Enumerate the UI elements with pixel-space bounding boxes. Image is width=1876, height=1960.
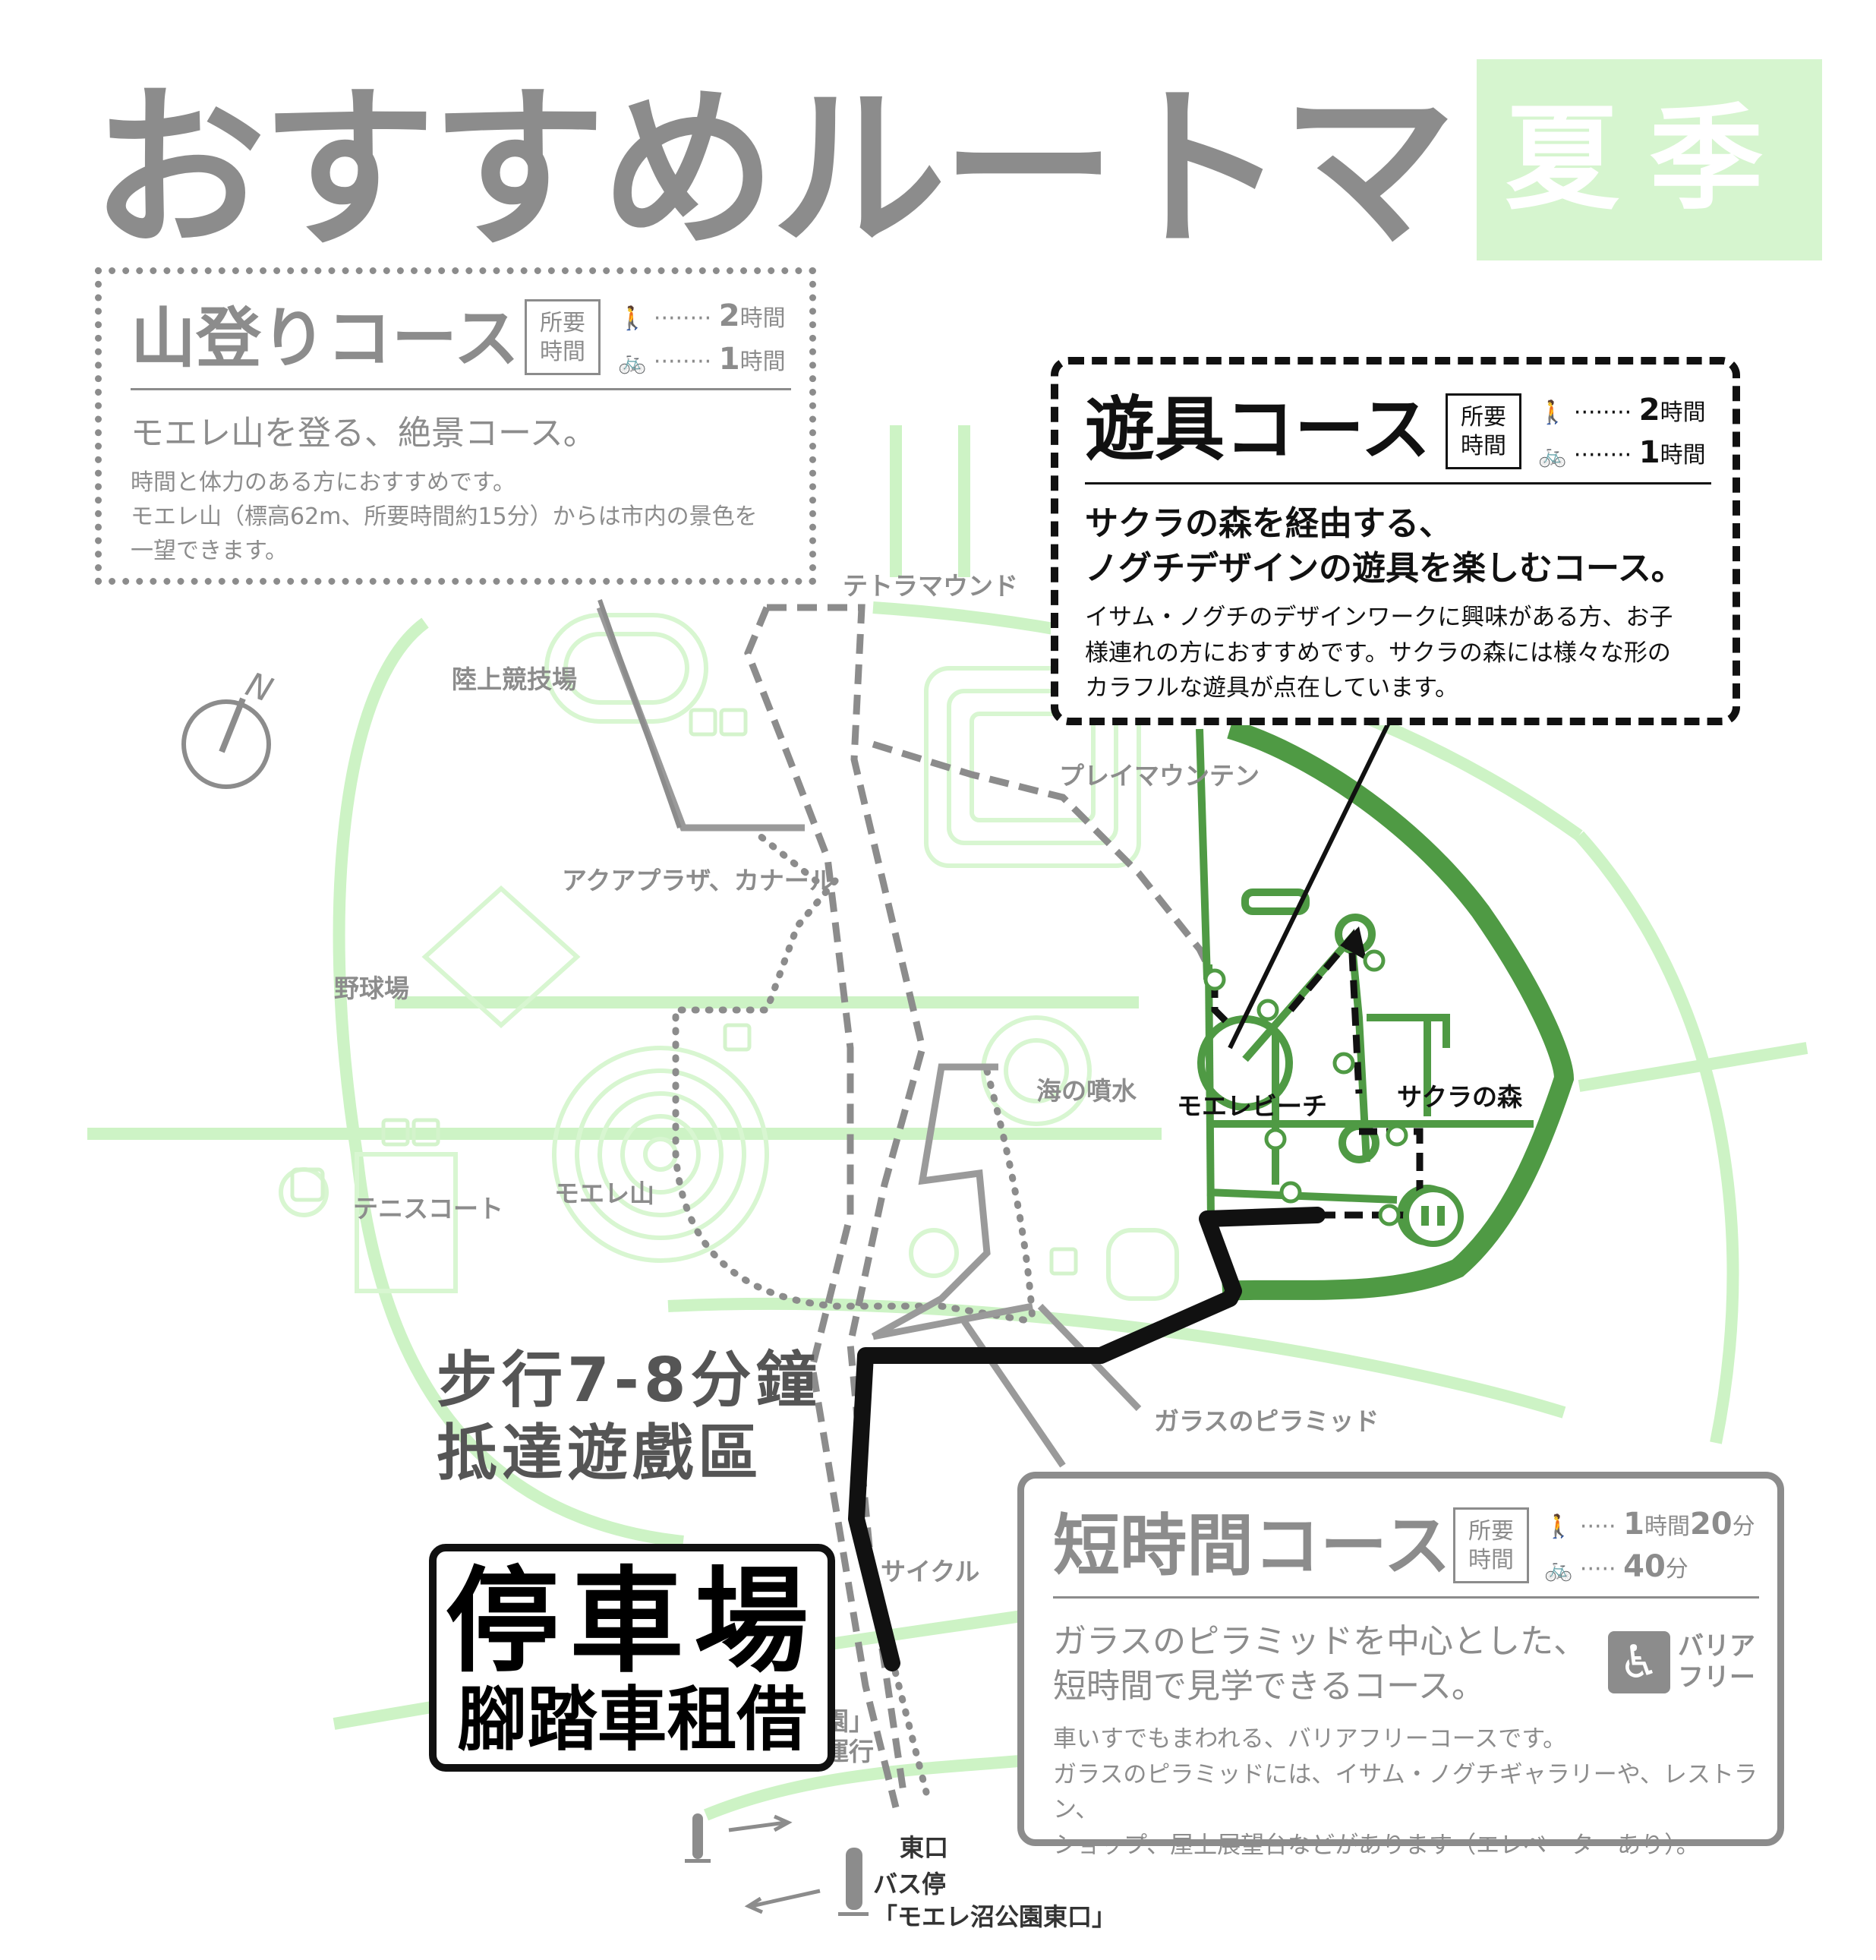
bike-rental-label: 腳踏車租借 [457,1679,807,1760]
divider [1053,1596,1759,1599]
playground-course-title: 遊具コース [1085,389,1431,470]
mountain-course-card: 山登りコース 所要 時間 🚶 ········ 2時間 🚲 ········ 1… [95,267,816,585]
play-callout-line [1228,720,1392,1049]
required-time-label: 所要 時間 [1453,1507,1529,1583]
walk-icon: 🚶 [1538,399,1567,426]
divider [1085,482,1711,484]
compass-icon [181,697,271,789]
place-cycle: サイクル [881,1557,980,1586]
place-play-mountain: プレイマウンテン [1059,761,1260,791]
bus-stop-label: バス停 「モエレ沼公園東口」 [873,1870,1117,1932]
mountain-course-desc: 時間と体力のある方におすすめです。 モエレ山（標高62m、所要時間約15分）から… [131,469,758,564]
play-callout-arrow [1340,926,1367,961]
mountain-course-title: 山登りコース [131,301,519,377]
play-route [1196,728,1534,1245]
place-sea-fountain: 海の噴水 [1036,1076,1137,1106]
place-glass-pyramid: ガラスのピラミッド [1154,1406,1379,1436]
required-time-label: 所要 時間 [1446,393,1521,469]
short-course-title: 短時間コース [1053,1507,1451,1585]
short-route [596,606,1142,1468]
required-time-label: 所要 時間 [525,299,601,375]
wheelchair-icon: ♿ [1608,1631,1670,1693]
parking-sign: 停車場 腳踏車租借 [429,1544,835,1772]
place-aqua-plaza: アクアプラザ、カナール [562,866,834,895]
playground-course-lead: サクラの森を経由する、 ノグチデザインの遊具を楽しむコース。 [1085,504,1685,589]
bus-direction-arrows [728,1814,821,1914]
place-moere-beach: モエレビーチ [1177,1091,1327,1121]
play-dashed-route [1211,929,1424,1230]
short-course-desc: 車いすでもまわれる、バリアフリーコースです。 ガラスのピラミッドには、イサム・ノ… [1053,1725,1758,1859]
walking-route [848,1207,1326,1671]
facility-icons [290,708,1078,1276]
mountain-callout-line [597,599,682,829]
sakura-toilet-icon [1403,1186,1464,1247]
parking-title: 停車場 [445,1556,819,1688]
walk-time: 🚶 ········ 2時間 [618,298,786,333]
bike-time: 🚲 ····· 40分 [1544,1549,1688,1584]
season-badge: 夏季 [1477,59,1822,260]
place-tetra-mound: テトラマウンド [843,571,1018,601]
walk-time: 🚶 ········ 2時間 [1538,393,1706,428]
place-athletics: 陸上競技場 [452,664,577,694]
playground-course-card: 遊具コース 所要 時間 🚶 ········ 2時間 🚲 ········ 1時… [1051,357,1740,725]
walk-time: 🚶 ····· 1時間20分 [1544,1507,1755,1542]
park-features [279,613,1179,1301]
short-course-card: 短時間コース 所要 時間 🚶 ····· 1時間20分 🚲 ····· 40分 … [1017,1472,1784,1859]
playground-course-desc: イサム・ノグチのデザインワークに興味がある方、お子 様連れの方におすすめです。サ… [1085,604,1673,702]
bicycle-icon: 🚲 [618,349,647,375]
mountain-course-lead: モエレ山を登る、絶景コース。 [131,414,597,453]
divider [131,388,791,390]
place-tennis: テニスコート [353,1194,503,1223]
walk-icon: 🚶 [1544,1513,1573,1540]
barrier-free-label: バリア フリー [1678,1631,1755,1693]
place-sakura-forest: サクラの森 [1397,1082,1522,1112]
play-outer-loop [1222,719,1575,1301]
place-moere-mountain: モエレ山 [554,1179,654,1208]
short-course-lead: ガラスのピラミッドを中心とした、 短時間で見学できるコース。 [1053,1622,1588,1706]
play-equipment-markers [1203,949,1408,1226]
bicycle-icon: 🚲 [1544,1556,1573,1583]
bike-time: 🚲 ········ 1時間 [1538,435,1706,470]
east-gate-label: 東口 [900,1833,949,1862]
bicycle-icon: 🚲 [1538,442,1567,469]
walk-icon: 🚶 [618,305,647,332]
bus-stop-icon [685,1813,869,1916]
bike-time: 🚲 ········ 1時間 [618,342,786,377]
walking-time-note: 步行7-8分鐘 抵達遊戲區 [437,1345,821,1488]
place-baseball: 野球場 [334,974,409,1003]
